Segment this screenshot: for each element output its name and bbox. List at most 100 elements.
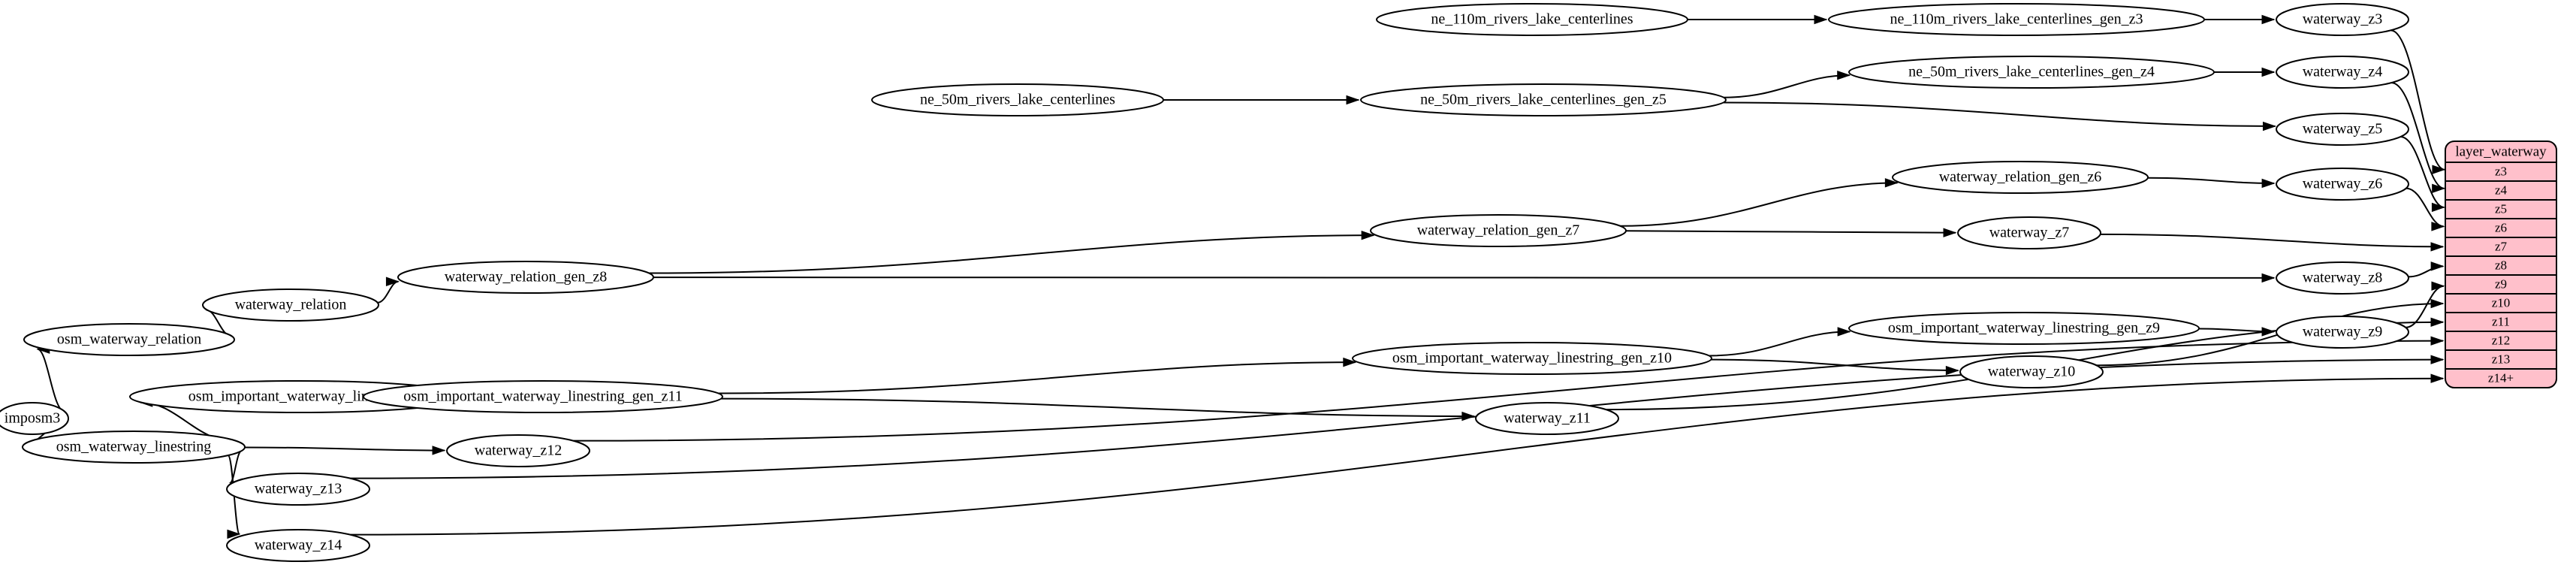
node-label: imposm3 xyxy=(5,410,60,427)
node-osm_waterway_relation[interactable]: osm_waterway_relation xyxy=(23,323,235,356)
edge-waterway_z4-to-layer_waterway-z4 xyxy=(2390,82,2446,194)
node-waterway_z11[interactable]: waterway_z11 xyxy=(1475,402,1619,435)
node-ne_110m_rivers_lake_centerlines[interactable]: ne_110m_rivers_lake_centerlines xyxy=(1376,3,1688,36)
edge-imposm3-to-osm_waterway_relation xyxy=(36,344,65,412)
node-osm_waterway_linestring[interactable]: osm_waterway_linestring xyxy=(22,431,246,464)
node-waterway_z9[interactable]: waterway_z9 xyxy=(2276,316,2409,349)
node-waterway_z7[interactable]: waterway_z7 xyxy=(1957,216,2101,249)
edge-ne_50m_rivers_lake_centerlines-to-ne_50m_rivers_lake_centerlines_gen_z5 xyxy=(1163,95,1360,105)
node-label: osm_important_waterway_linestring_gen_z1… xyxy=(1392,350,1672,367)
node-label: ne_50m_rivers_lake_centerlines xyxy=(920,92,1115,108)
node-waterway_z13[interactable]: waterway_z13 xyxy=(226,473,370,506)
node-label: ne_110m_rivers_lake_centerlines xyxy=(1431,11,1633,28)
edge-waterway_relation_gen_z8-to-waterway_z8 xyxy=(653,273,2276,283)
node-label: waterway_z8 xyxy=(2303,270,2383,286)
node-label: waterway_relation_gen_z8 xyxy=(445,269,608,286)
node-waterway_z14[interactable]: waterway_z14 xyxy=(226,529,370,562)
node-label: waterway_z10 xyxy=(1988,364,2076,380)
node-label: waterway_z3 xyxy=(2303,11,2383,28)
node-label: waterway_z6 xyxy=(2303,176,2383,192)
edge-waterway_z12-to-layer_waterway-z12 xyxy=(573,336,2445,442)
edge-waterway_relation_gen_z7-to-waterway_relation_gen_z6 xyxy=(1620,178,1899,227)
edge-ne_50m_rivers_lake_centerlines_gen_z5-to-waterway_z5 xyxy=(1723,101,2277,131)
edge-osm_important_waterway_linestring_gen_z10-to-waterway_z10 xyxy=(1711,358,1959,376)
node-ne_50m_rivers_lake_centerlines[interactable]: ne_50m_rivers_lake_centerlines xyxy=(871,83,1164,116)
table-row-z13[interactable]: z13 xyxy=(2492,352,2511,366)
node-waterway_relation[interactable]: waterway_relation xyxy=(202,289,379,322)
node-label: ne_50m_rivers_lake_centerlines_gen_z5 xyxy=(1420,92,1667,108)
layer-waterway-table: layer_waterway z3 z4 z5 z6 z7 z8 z9 z10 z11 z12 z13… xyxy=(2445,140,2557,388)
node-label: ne_50m_rivers_lake_centerlines_gen_z4 xyxy=(1908,64,2155,80)
table-row-z7[interactable]: z7 xyxy=(2495,239,2508,253)
edge-waterway_z7-to-layer_waterway-z7 xyxy=(2100,233,2445,252)
edge-waterway_z5-to-layer_waterway-z5 xyxy=(2400,136,2445,213)
edge-waterway_z6-to-layer_waterway-z6 xyxy=(2406,187,2445,231)
table-row-z6[interactable]: z6 xyxy=(2495,220,2507,234)
node-waterway_relation_gen_z7[interactable]: waterway_relation_gen_z7 xyxy=(1370,214,1627,247)
node-label: waterway_z12 xyxy=(475,443,563,459)
table-row-z3[interactable]: z3 xyxy=(2495,164,2507,178)
node-label: osm_important_waterway_linestring_gen_z1… xyxy=(403,388,682,405)
node-label: waterway_z13 xyxy=(255,481,342,497)
edge-waterway_relation_gen_z6-to-waterway_z6 xyxy=(2147,177,2276,189)
table-row-z14plus[interactable]: z14+ xyxy=(2488,370,2514,385)
node-label: osm_waterway_linestring xyxy=(56,439,212,455)
node-label: waterway_z4 xyxy=(2303,64,2383,80)
node-label: waterway_z14 xyxy=(255,537,342,554)
node-waterway_relation_gen_z8[interactable]: waterway_relation_gen_z8 xyxy=(397,261,654,294)
node-waterway_z8[interactable]: waterway_z8 xyxy=(2276,261,2409,295)
node-label: waterway_relation_gen_z7 xyxy=(1417,222,1580,239)
node-imposm3[interactable]: imposm3 xyxy=(0,402,69,435)
node-ne_50m_rivers_lake_centerlines_gen_z4[interactable]: ne_50m_rivers_lake_centerlines_gen_z4 xyxy=(1848,56,2215,89)
edge-waterway_z8-to-layer_waterway-z8 xyxy=(2408,261,2445,278)
edge-layer xyxy=(25,14,2446,539)
table-row-z5[interactable]: z5 xyxy=(2495,201,2507,216)
node-ne_50m_rivers_lake_centerlines_gen_z5[interactable]: ne_50m_rivers_lake_centerlines_gen_z5 xyxy=(1360,83,1727,116)
edge-waterway_z13-to-layer_waterway-z13 xyxy=(350,355,2445,479)
edge-waterway_z14-to-layer_waterway-z14+ xyxy=(350,373,2445,536)
node-waterway_z10[interactable]: waterway_z10 xyxy=(1959,355,2104,388)
node-ne_110m_rivers_lake_centerlines_gen_z3[interactable]: ne_110m_rivers_lake_centerlines_gen_z3 xyxy=(1828,3,2205,36)
node-label: waterway_z11 xyxy=(1504,410,1591,427)
edge-osm_waterway_linestring-to-waterway_z12 xyxy=(244,446,446,455)
edge-ne_110m_rivers_lake_centerlines_gen_z3-to-waterway_z3 xyxy=(2204,14,2276,25)
node-label: waterway_z7 xyxy=(1989,225,2070,241)
edge-waterway_relation_gen_z7-to-waterway_z7 xyxy=(1625,228,1957,237)
node-osm_important_waterway_linestring_gen_z9[interactable]: osm_important_waterway_linestring_gen_z9 xyxy=(1848,312,2200,345)
table-row-z10[interactable]: z10 xyxy=(2492,295,2511,310)
edge-ne_50m_rivers_lake_centerlines_gen_z5-to-ne_50m_rivers_lake_centerlines_gen_z4 xyxy=(1724,70,1851,98)
table-row-z12[interactable]: z12 xyxy=(2492,333,2511,347)
node-layer: imposm3 osm_waterway_relation osm_waterway… xyxy=(0,3,2409,562)
table-header: layer_waterway xyxy=(2455,144,2547,159)
node-label: osm_important_waterway_linestring_gen_z9 xyxy=(1888,320,2160,337)
edge-waterway_relation-to-waterway_relation_gen_z8 xyxy=(377,276,400,304)
node-label: osm_waterway_relation xyxy=(57,331,201,348)
edge-waterway_z9-to-layer_waterway-z9 xyxy=(2405,281,2445,328)
node-label: waterway_z9 xyxy=(2303,324,2383,340)
node-waterway_z5[interactable]: waterway_z5 xyxy=(2276,113,2409,146)
node-waterway_z3[interactable]: waterway_z3 xyxy=(2276,3,2409,36)
node-waterway_z6[interactable]: waterway_z6 xyxy=(2276,168,2409,201)
node-waterway_z4[interactable]: waterway_z4 xyxy=(2276,56,2409,89)
node-waterway_relation_gen_z6[interactable]: waterway_relation_gen_z6 xyxy=(1892,161,2149,194)
node-label: waterway_relation xyxy=(235,297,347,313)
table-row-z8[interactable]: z8 xyxy=(2495,258,2507,272)
node-osm_important_waterway_linestring_gen_z11[interactable]: osm_important_waterway_linestring_gen_z1… xyxy=(363,380,723,413)
edge-waterway_z3-to-layer_waterway-z3 xyxy=(2390,29,2446,174)
edge-osm_important_waterway_linestring_gen_z11-to-osm_important_waterway_linestring_gen_z10 xyxy=(718,357,1357,394)
node-label: waterway_relation_gen_z6 xyxy=(1939,169,2102,186)
node-label: waterway_z5 xyxy=(2303,121,2383,137)
node-osm_important_waterway_linestring_gen_z10[interactable]: osm_important_waterway_linestring_gen_z1… xyxy=(1352,342,1712,375)
table-row-z9[interactable]: z9 xyxy=(2495,276,2507,291)
node-label: osm_important_waterway_linestring xyxy=(189,388,409,405)
edge-osm_important_waterway_linestring_gen_z11-to-waterway_z11 xyxy=(721,397,1476,421)
edge-ne_110m_rivers_lake_centerlines-to-ne_110m_rivers_lake_centerlines_gen_z3 xyxy=(1688,14,1828,25)
node-label: ne_110m_rivers_lake_centerlines_gen_z3 xyxy=(1890,11,2143,28)
node-waterway_z12[interactable]: waterway_z12 xyxy=(446,434,590,467)
edge-waterway_relation_gen_z8-to-waterway_relation_gen_z7 xyxy=(649,230,1375,274)
table-row-z11[interactable]: z11 xyxy=(2492,314,2510,328)
edge-osm_important_waterway_linestring_gen_z10-to-osm_important_waterway_linestring_gen_z9 xyxy=(1709,327,1851,357)
table-row-z4[interactable]: z4 xyxy=(2495,183,2508,197)
